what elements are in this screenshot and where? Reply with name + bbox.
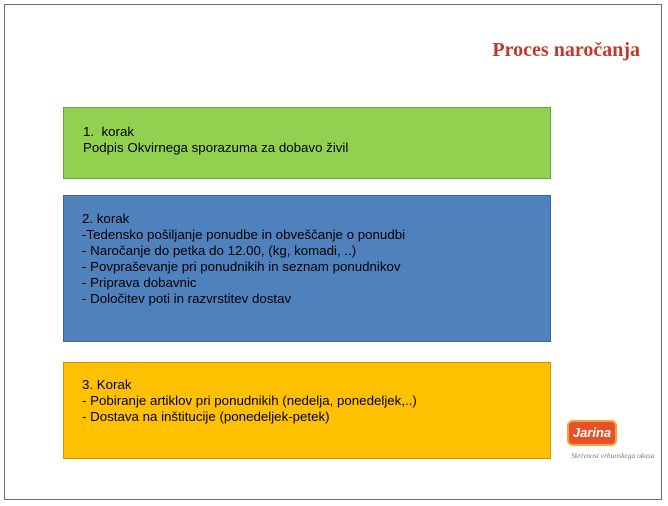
logo-slogan: Skrivnost vrhunskega okusa bbox=[571, 451, 655, 460]
step-1-text: Podpis Okvirnega sporazuma za dobavo živ… bbox=[83, 140, 349, 155]
step-1-heading: 1. korak bbox=[83, 124, 134, 139]
step-1-box: 1. korak Podpis Okvirnega sporazuma za d… bbox=[63, 107, 551, 179]
step-3-box: 3. Korak - Pobiranje artiklov pri ponudn… bbox=[63, 362, 551, 459]
step-2-item: - Določitev poti in razvrstitev dostav bbox=[82, 291, 292, 306]
step-3-item: - Pobiranje artiklov pri ponudnikih (ned… bbox=[82, 393, 417, 408]
jarina-logo: Jarina Skrivnost vrhunskega okusa bbox=[565, 420, 660, 470]
step-2-item: - Povpraševanje pri ponudnikih in seznam… bbox=[82, 259, 401, 274]
step-2-item: - Priprava dobavnic bbox=[82, 275, 197, 290]
step-2-item: -Tedensko pošiljanje ponudbe in obveščan… bbox=[82, 227, 406, 242]
step-3-heading: 3. Korak bbox=[82, 377, 132, 392]
slide: Proces naročanja 1. korak Podpis Okvirne… bbox=[4, 4, 662, 500]
step-2-heading: 2. korak bbox=[82, 211, 130, 226]
step-2-box: 2. korak -Tedensko pošiljanje ponudbe in… bbox=[63, 195, 551, 342]
step-2-item: - Naročanje do petka do 12.00, (kg, koma… bbox=[82, 243, 357, 258]
logo-badge: Jarina bbox=[567, 420, 617, 446]
step-3-item: - Dostava na inštitucije (ponedeljek-pet… bbox=[82, 409, 330, 424]
slide-title: Proces naročanja bbox=[492, 39, 640, 61]
